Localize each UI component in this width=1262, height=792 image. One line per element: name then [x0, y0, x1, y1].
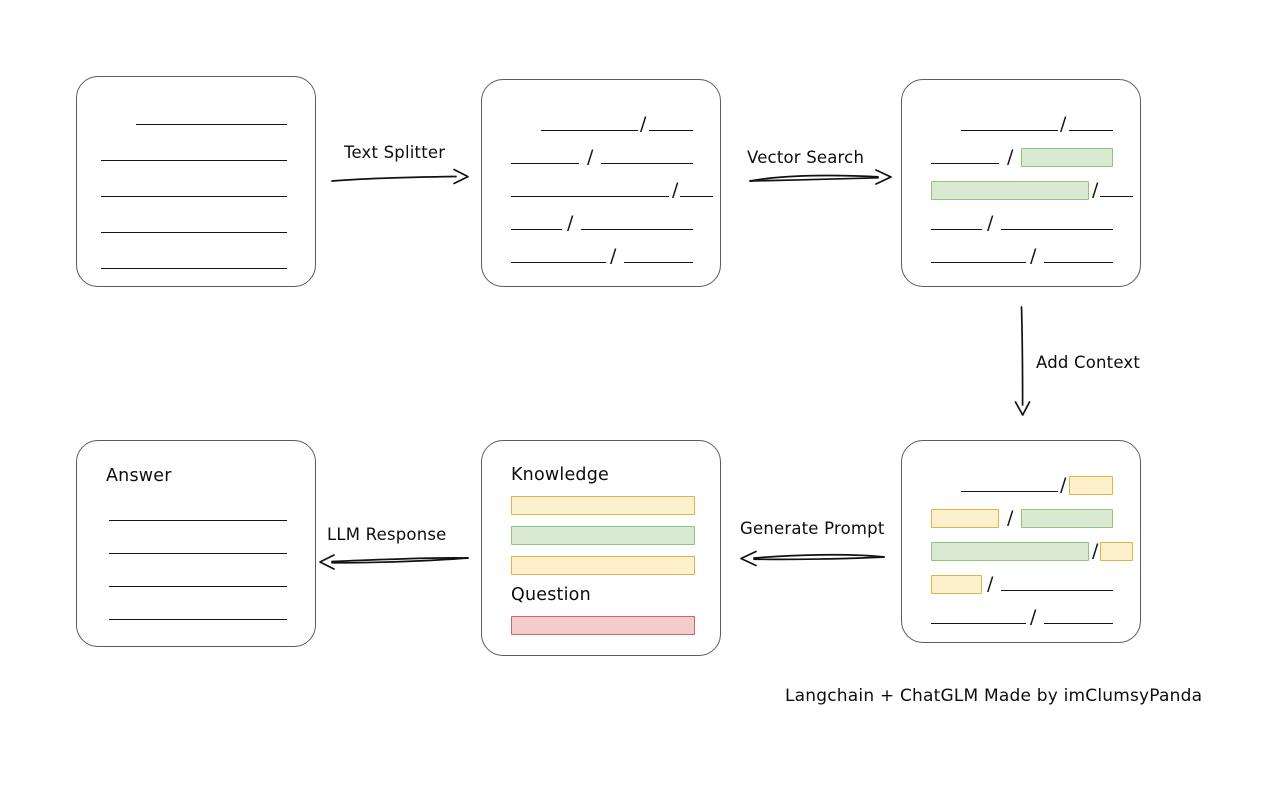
prompt-knowledge-label: Knowledge	[511, 465, 609, 485]
chunk-separator-slash: /	[1060, 113, 1067, 135]
text-line-segment	[109, 619, 287, 620]
prompt-knowledge-bar-2[interactable]	[511, 526, 695, 545]
arrow-generate-prompt	[740, 550, 885, 567]
highlight-yellow-segment[interactable]	[1100, 542, 1133, 561]
text-line-segment	[649, 130, 693, 131]
text-line-segment	[109, 553, 287, 554]
highlight-green-segment[interactable]	[931, 181, 1089, 200]
text-line-segment	[541, 130, 638, 131]
arrow-llm-response	[319, 554, 469, 570]
chunk-separator-slash: /	[640, 113, 647, 135]
arrow-label-vector-search: Vector Search	[747, 148, 865, 167]
highlight-yellow-segment[interactable]	[1069, 476, 1113, 495]
text-line-segment	[511, 196, 669, 197]
node-prompt[interactable]: Knowledge Question	[481, 440, 721, 656]
diagram-caption: Langchain + ChatGLM Made by imClumsyPand…	[785, 686, 1203, 706]
text-line-segment	[109, 586, 287, 587]
chunk-separator-slash: /	[1007, 507, 1014, 529]
chunk-separator-slash: /	[672, 179, 679, 201]
chunk-separator-slash: /	[1030, 606, 1037, 628]
text-line-segment	[1044, 262, 1113, 263]
chunk-separator-slash: /	[987, 573, 994, 595]
chunk-separator-slash: /	[1092, 540, 1099, 562]
arrow-text-splitter	[331, 168, 469, 185]
prompt-knowledge-bar-1[interactable]	[511, 496, 695, 515]
arrow-label-llm-response: LLM Response	[327, 525, 447, 544]
text-line-segment	[511, 262, 606, 263]
text-line-segment	[511, 229, 562, 230]
node-vector-matched-chunks[interactable]: / / / / /	[901, 79, 1141, 287]
text-line-segment	[680, 196, 713, 197]
highlight-yellow-segment[interactable]	[931, 509, 999, 528]
chunk-separator-slash: /	[1092, 179, 1099, 201]
arrow-label-text-splitter: Text Splitter	[344, 143, 446, 162]
chunk-separator-slash: /	[587, 146, 594, 168]
highlight-green-segment[interactable]	[931, 542, 1089, 561]
node-context-chunks[interactable]: / / / / /	[901, 440, 1141, 643]
highlight-green-segment[interactable]	[1021, 509, 1113, 528]
text-line-segment	[961, 491, 1058, 492]
text-line-segment	[109, 520, 287, 521]
text-line-segment	[1069, 130, 1113, 131]
answer-label: Answer	[106, 466, 172, 486]
arrow-label-generate-prompt: Generate Prompt	[740, 519, 885, 538]
text-line-segment	[624, 262, 693, 263]
chunk-separator-slash: /	[987, 212, 994, 234]
text-line-segment	[101, 232, 287, 233]
prompt-question-bar-1[interactable]	[511, 616, 695, 635]
text-line-segment	[136, 124, 287, 125]
text-line-segment	[1044, 623, 1113, 624]
prompt-knowledge-bar-3[interactable]	[511, 556, 695, 575]
node-source-document[interactable]	[76, 76, 316, 287]
arrow-vector-search	[749, 169, 892, 185]
highlight-green-segment[interactable]	[1021, 148, 1113, 167]
text-line-segment	[101, 268, 287, 269]
chunk-separator-slash: /	[1060, 474, 1067, 496]
text-line-segment	[1100, 196, 1133, 197]
node-answer[interactable]: Answer	[76, 440, 316, 647]
highlight-yellow-segment[interactable]	[931, 575, 982, 594]
arrow-add-context	[1014, 306, 1031, 416]
chunk-separator-slash: /	[567, 212, 574, 234]
text-line-segment	[511, 163, 579, 164]
text-line-segment	[601, 163, 693, 164]
text-line-segment	[931, 229, 982, 230]
text-line-segment	[101, 160, 287, 161]
text-line-segment	[1001, 229, 1113, 230]
node-split-chunks[interactable]: / / / / /	[481, 79, 721, 287]
arrow-label-add-context: Add Context	[1036, 353, 1141, 372]
text-line-segment	[1001, 590, 1113, 591]
chunk-separator-slash: /	[610, 245, 617, 267]
text-line-segment	[101, 196, 287, 197]
prompt-question-label: Question	[511, 585, 591, 605]
text-line-segment	[581, 229, 693, 230]
text-line-segment	[931, 623, 1026, 624]
text-line-segment	[961, 130, 1058, 131]
chunk-separator-slash: /	[1007, 146, 1014, 168]
text-line-segment	[931, 262, 1026, 263]
text-line-segment	[931, 163, 999, 164]
chunk-separator-slash: /	[1030, 245, 1037, 267]
